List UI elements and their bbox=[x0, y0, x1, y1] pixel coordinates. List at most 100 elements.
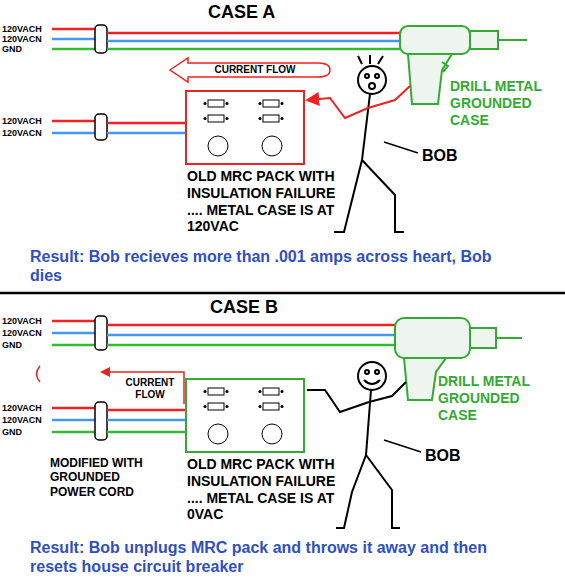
knob bbox=[262, 136, 282, 156]
resistor-symbol bbox=[204, 115, 229, 122]
text-label: 120VACH bbox=[2, 24, 42, 35]
hot-wire bbox=[52, 407, 95, 410]
drill-body bbox=[395, 318, 470, 358]
divider bbox=[0, 292, 565, 295]
ground-wire bbox=[52, 344, 95, 347]
pack-caption: OLD MRC PACK WITH INSULATION FAILURE ...… bbox=[187, 168, 339, 235]
plug bbox=[95, 402, 107, 440]
result-note: Result: Bob unplugs MRC pack and throws … bbox=[30, 538, 518, 576]
bob-head bbox=[358, 362, 386, 390]
bob-arm bbox=[307, 390, 369, 412]
knob bbox=[208, 424, 228, 444]
neutral-wire bbox=[52, 419, 95, 422]
text-label: BOB bbox=[422, 146, 458, 165]
bob-leg bbox=[366, 455, 400, 528]
bob-mouth bbox=[364, 380, 380, 384]
bob-body bbox=[362, 94, 370, 160]
text-label: 120VACN bbox=[2, 415, 42, 426]
neutral-wire bbox=[107, 40, 402, 43]
current-mark bbox=[37, 366, 41, 382]
ground-wire bbox=[52, 48, 95, 51]
hot-wire bbox=[52, 120, 95, 123]
case-heading: CASE A bbox=[208, 2, 275, 24]
mrc-pack-box: OLD MRC PACK WITH INSULATION FAILURE ...… bbox=[185, 90, 305, 165]
bob-eye bbox=[375, 370, 379, 374]
current-flow-arrow bbox=[170, 58, 330, 82]
drill-handle bbox=[408, 54, 452, 104]
knob bbox=[262, 424, 282, 444]
neutral-wire bbox=[107, 334, 397, 337]
neutral-wire bbox=[107, 132, 185, 135]
hot-wire bbox=[107, 409, 185, 412]
mrc-pack-box: OLD MRC PACK WITH INSULATION FAILURE ...… bbox=[185, 378, 305, 453]
current-flow-arrow bbox=[102, 372, 184, 404]
ground-wire bbox=[107, 48, 402, 51]
bob-eye bbox=[365, 74, 369, 78]
cord-a-pack bbox=[52, 114, 185, 140]
bob-arm-current bbox=[368, 86, 410, 108]
knob bbox=[208, 136, 228, 156]
ground-wire bbox=[52, 431, 95, 434]
text-label: 120VACN bbox=[2, 34, 42, 45]
plug bbox=[95, 114, 107, 140]
bob-head bbox=[358, 66, 386, 94]
neutral-wire bbox=[52, 38, 95, 41]
pack-a-parts bbox=[204, 100, 284, 156]
bob-mouth bbox=[369, 83, 375, 89]
drill-bit bbox=[498, 39, 527, 41]
text-label: BOB bbox=[425, 446, 461, 465]
text-label: GND bbox=[2, 44, 22, 55]
resistor-symbol bbox=[259, 115, 284, 122]
text-label: 120VACN bbox=[2, 328, 42, 339]
drill-caption: DRILL METAL GROUNDED CASE bbox=[438, 373, 542, 423]
drill-caption: DRILL METAL GROUNDED CASE bbox=[450, 78, 554, 128]
neutral-wire bbox=[52, 332, 95, 335]
bob-eye bbox=[365, 370, 369, 374]
hot-wire bbox=[52, 320, 95, 323]
current-flow-b bbox=[37, 366, 185, 404]
cord-b-pack bbox=[52, 402, 185, 440]
neutral-wire bbox=[107, 419, 185, 422]
drill-bit bbox=[496, 337, 522, 339]
text-label: MODIFIED WITH GROUNDED POWER CORD bbox=[50, 456, 168, 499]
plug bbox=[95, 316, 107, 350]
ground-wire bbox=[107, 431, 185, 434]
resistor-symbol bbox=[259, 403, 284, 410]
resistor-symbol bbox=[204, 388, 229, 395]
drill-label-box: DRILL METAL GROUNDED CASE bbox=[438, 373, 542, 426]
plug bbox=[95, 25, 107, 53]
text-label: 120VACH bbox=[2, 116, 42, 127]
text-label: CURRENT FLOW bbox=[120, 377, 180, 401]
drill-chuck bbox=[470, 31, 498, 49]
hot-wire bbox=[107, 122, 185, 125]
drill-body bbox=[400, 26, 470, 54]
bob-leg bbox=[336, 455, 366, 528]
neutral-wire bbox=[52, 132, 95, 135]
text-label: 120VACH bbox=[2, 403, 42, 414]
drill-trigger bbox=[442, 62, 448, 72]
resistor-symbol bbox=[259, 388, 284, 395]
pack-caption: OLD MRC PACK WITH INSULATION FAILURE ...… bbox=[187, 456, 339, 523]
text-label: 120VACH bbox=[2, 316, 42, 327]
text-label: 120VACN bbox=[2, 128, 42, 139]
bob-arm-current bbox=[308, 98, 368, 118]
resistor-symbol bbox=[204, 403, 229, 410]
bob-leg bbox=[362, 160, 404, 232]
leader-line bbox=[384, 440, 421, 452]
bob-hair bbox=[358, 55, 383, 64]
pack-b-parts bbox=[204, 388, 284, 444]
ground-wire bbox=[107, 344, 397, 347]
bob-arm bbox=[369, 382, 406, 402]
resistor-symbol bbox=[259, 100, 284, 107]
resistor-symbol bbox=[204, 100, 229, 107]
result-note: Result: Bob recieves more than .001 amps… bbox=[30, 247, 518, 285]
bob-eye bbox=[375, 74, 379, 78]
leader-line bbox=[384, 142, 418, 153]
text-label: GND bbox=[2, 340, 22, 351]
hot-wire bbox=[52, 28, 95, 31]
bob-body bbox=[366, 390, 371, 455]
text-label: CURRENT FLOW bbox=[192, 64, 318, 76]
hot-wire bbox=[107, 32, 402, 35]
case-heading: CASE B bbox=[210, 297, 278, 319]
drill-chuck bbox=[470, 328, 496, 348]
